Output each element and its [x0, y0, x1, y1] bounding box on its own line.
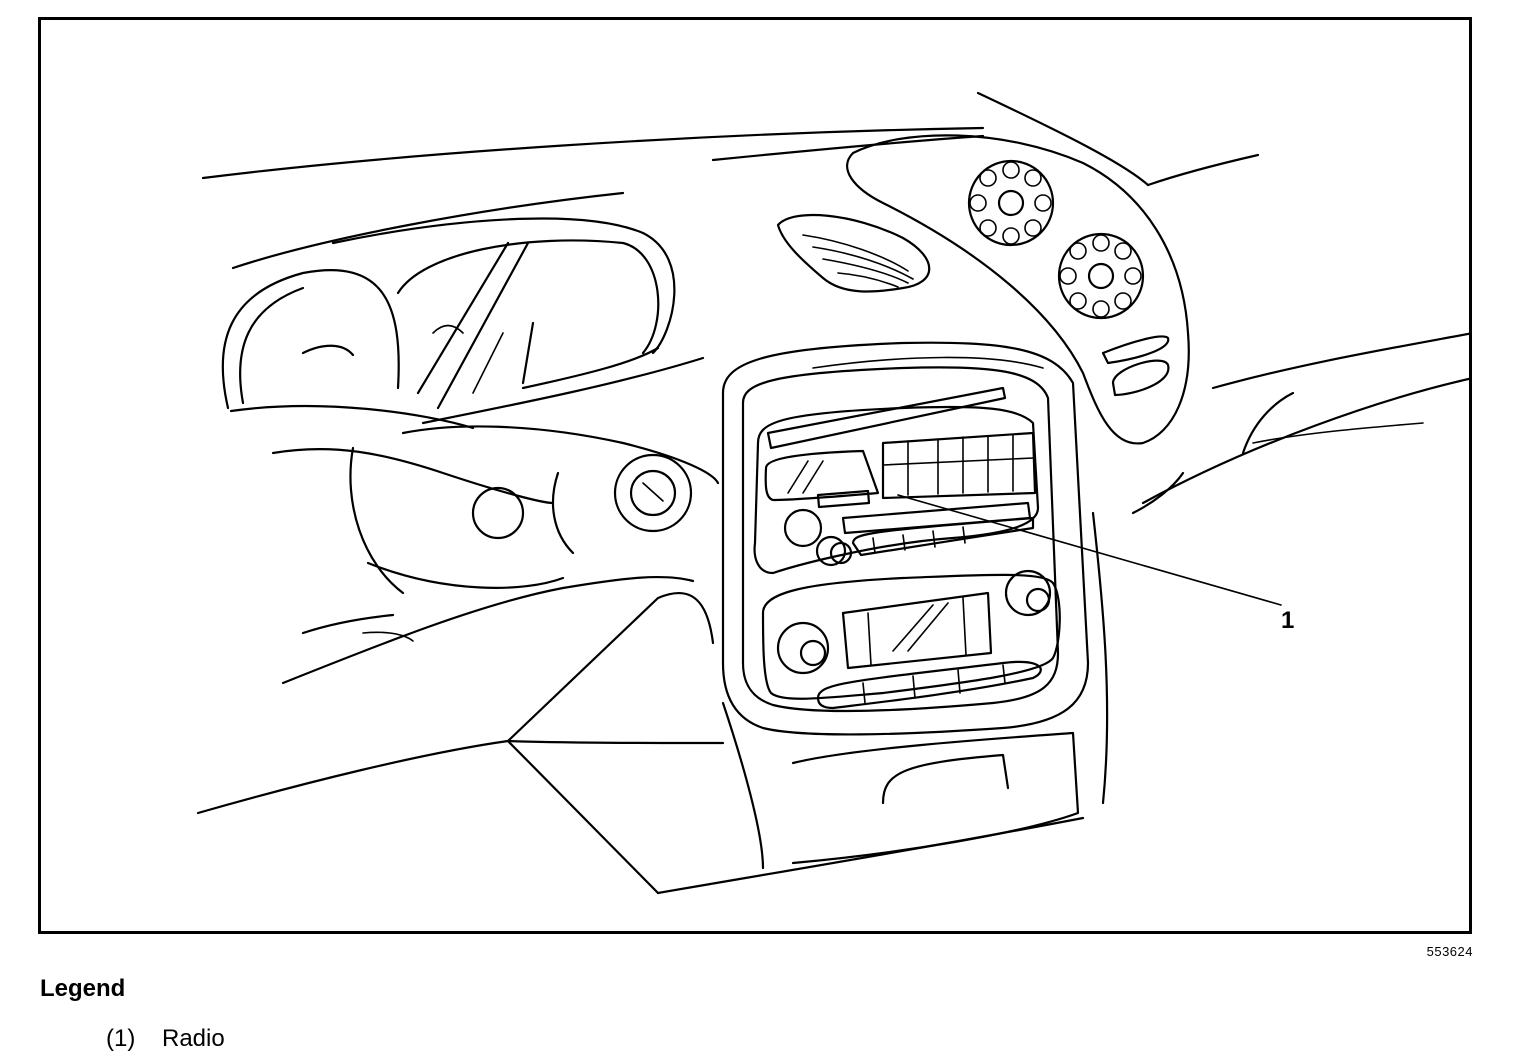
dashboard-illustration: 1 [196, 91, 1469, 895]
legend-title: Legend [40, 975, 126, 1002]
instrument-cluster [221, 217, 705, 430]
knee-bolster [196, 592, 1085, 895]
climate-control [761, 569, 1061, 710]
legend-item-number: (1) [106, 1025, 136, 1052]
center-stack-bezel [721, 341, 1090, 736]
left-lower-dash [271, 425, 720, 685]
legend-item: (1) Radio [106, 1025, 225, 1053]
figure-id: 553624 [1426, 944, 1473, 959]
legend-item-label: Radio [162, 1025, 225, 1052]
radio-unit [753, 386, 1040, 575]
callout-number: 1 [1281, 607, 1294, 634]
door-panel [1131, 332, 1469, 515]
leader-line [897, 494, 1282, 606]
illustration-frame: 1 [38, 17, 1472, 934]
right-vent-pod [846, 134, 1190, 445]
center-vent [776, 213, 931, 293]
dash-top-outline [201, 91, 1260, 270]
callout-1: 1 [897, 494, 1294, 634]
